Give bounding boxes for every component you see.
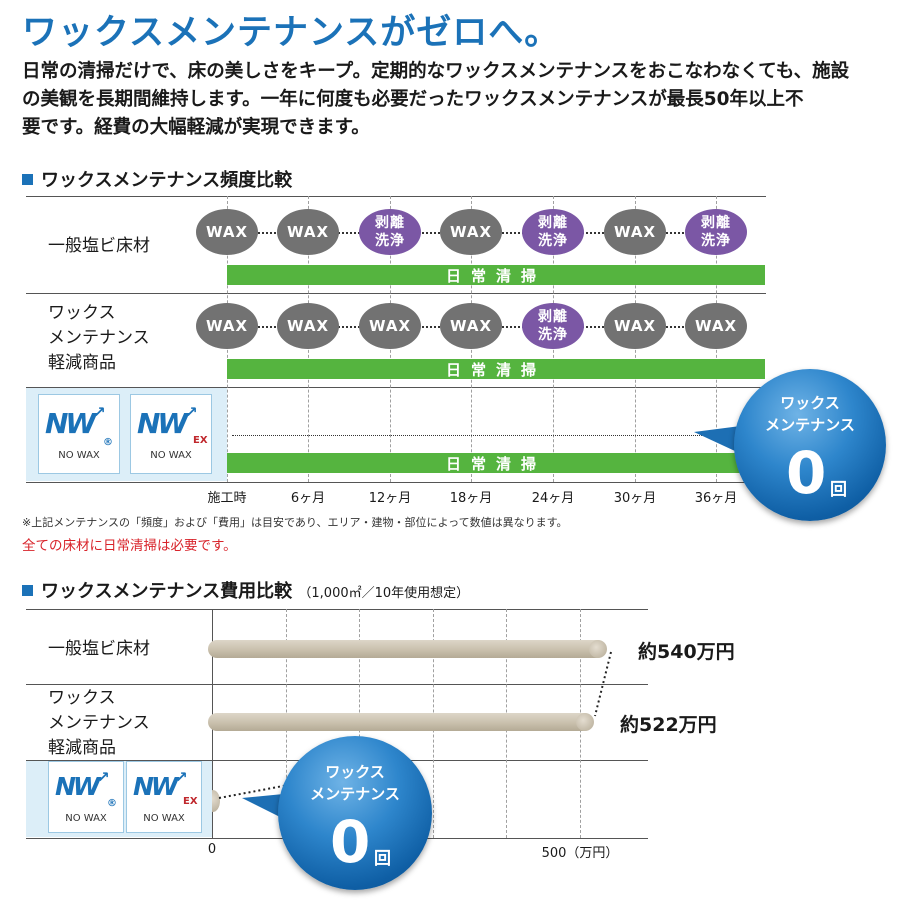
time-tick: 24ヶ月: [531, 491, 575, 506]
cost-value-reduced: 約522万円: [620, 714, 717, 736]
nwex-caption: NO WAX: [143, 813, 185, 824]
wax-event: WAX: [277, 303, 339, 349]
cost-bar-reduced: [208, 713, 594, 731]
intro-line: 日常の清掃だけで、床の美しさをキープ。定期的なワックスメンテナンスをおこなわなく…: [22, 61, 850, 82]
time-tick: 12ヶ月: [368, 491, 412, 506]
cost-value-vinyl: 約540万円: [638, 641, 735, 663]
nwex-logo: NW ↗ EX NO WAX: [126, 761, 202, 833]
nwex-caption: NO WAX: [150, 450, 192, 461]
row-divider: [26, 482, 766, 483]
page-headline: ワックスメンテナンスがゼロへ。: [22, 13, 561, 53]
bubble-unit: 回: [830, 480, 847, 500]
wax-event: WAX: [196, 209, 258, 255]
cost-axis-zero: 0: [207, 842, 217, 857]
time-tick: 6ヶ月: [290, 491, 326, 506]
nw-mark-text: NW: [45, 407, 96, 440]
up-arrow-icon: ↗: [175, 768, 188, 786]
wax-event: WAX: [604, 303, 666, 349]
bubble-line: ワックス: [780, 394, 840, 412]
label-line: ワックス: [48, 688, 116, 708]
nw-caption: NO WAX: [65, 813, 107, 824]
bubble-line: ワックス: [325, 763, 385, 781]
time-tick: 18ヶ月: [449, 491, 493, 506]
time-tick: 36ヶ月: [694, 491, 738, 506]
strip-wash-event: 剥離洗浄: [522, 209, 584, 255]
ex-mark: EX: [183, 796, 198, 807]
nw-logo: NW ↗ ® NO WAX: [48, 761, 124, 833]
daily-cleaning-note: 全ての床材に日常清掃は必要です。: [22, 538, 237, 554]
strip-wash-event: 剥離洗浄: [522, 303, 584, 349]
row-label-reduced: ワックス メンテナンス 軽減商品: [48, 301, 150, 376]
frequency-title-text: ワックスメンテナンス頻度比較: [41, 170, 293, 191]
cost-bar-vinyl: [208, 640, 607, 658]
nwex-mark-text: NW: [137, 407, 188, 440]
frequency-section-title: ワックスメンテナンス頻度比較: [22, 166, 292, 192]
daily-cleaning-bar: 日常清掃: [227, 265, 765, 285]
nw-caption: NO WAX: [58, 450, 100, 461]
up-arrow-icon: ↗: [93, 403, 106, 421]
intro-line: の美観を長期間維持します。一年に何度も必要だったワックスメンテナンスが最長50年…: [22, 89, 804, 110]
bubble-count: 0: [330, 808, 371, 876]
footnote: ※上記メンテナンスの「頻度」および「費用」は目安であり、エリア・建物・部位によっ…: [22, 516, 568, 529]
frequency-chart: 一般塩ビ床材 WAX WAX 剥離洗浄 WAX 剥離洗浄 WAX 剥離洗浄 日常…: [26, 196, 886, 521]
bubble-line: メンテナンス: [310, 785, 400, 803]
cost-note: （1,000㎡／10年使用想定）: [298, 586, 470, 601]
wax-event: WAX: [604, 209, 666, 255]
nwex-logo: NW ↗ EX NO WAX: [130, 394, 212, 474]
ex-mark: EX: [193, 435, 208, 446]
zero-wax-bubble: ワックス メンテナンス 0 回: [734, 369, 886, 521]
nwex-mark-text: NW: [133, 772, 178, 801]
cost-title-text: ワックスメンテナンス費用比較: [41, 581, 293, 602]
wax-event: WAX: [440, 303, 502, 349]
bubble-unit: 回: [374, 849, 391, 869]
up-arrow-icon: ↗: [97, 768, 110, 786]
wax-event: WAX: [277, 209, 339, 255]
intro-text: 日常の清掃だけで、床の美しさをキープ。定期的なワックスメンテナンスをおこなわなく…: [22, 58, 882, 142]
row-label-vinyl: 一般塩ビ床材: [48, 236, 150, 256]
row-divider: [26, 609, 648, 610]
wax-event: WAX: [359, 303, 421, 349]
label-line: 軽減商品: [48, 738, 116, 758]
label-line: ワックス: [48, 303, 116, 323]
label-line: メンテナンス: [48, 328, 150, 348]
wax-event: WAX: [440, 209, 502, 255]
nw-logo-panel: NW ↗ ® NO WAX NW ↗ EX NO WAX: [26, 761, 212, 837]
wax-event: WAX: [196, 303, 258, 349]
registered-mark: ®: [103, 437, 113, 448]
time-tick: 施工時: [207, 491, 247, 506]
row-divider: [26, 293, 766, 294]
daily-cleaning-bar: 日常清掃: [227, 453, 765, 473]
section-square-icon: [22, 585, 33, 596]
nw-logo-panel: NW ↗ ® NO WAX NW ↗ EX NO WAX: [26, 388, 227, 481]
intro-line: 要です。経費の大幅軽減が実現できます。: [22, 117, 370, 138]
cost-axis-max: 500（万円）: [541, 846, 619, 861]
strip-wash-event: 剥離洗浄: [685, 209, 747, 255]
daily-cleaning-bar: 日常清掃: [227, 359, 765, 379]
wax-event: WAX: [685, 303, 747, 349]
section-square-icon: [22, 174, 33, 185]
label-line: メンテナンス: [48, 713, 150, 733]
row-divider: [26, 387, 766, 388]
bubble-line: メンテナンス: [765, 416, 855, 434]
time-tick: 30ヶ月: [613, 491, 657, 506]
cost-row-label-vinyl: 一般塩ビ床材: [48, 639, 150, 659]
row-divider: [26, 684, 648, 685]
nw-logo: NW ↗ ® NO WAX: [38, 394, 120, 474]
label-line: 軽減商品: [48, 353, 116, 373]
nw-mark-text: NW: [55, 772, 100, 801]
registered-mark: ®: [107, 798, 117, 809]
strip-wash-event: 剥離洗浄: [359, 209, 421, 255]
zero-maintenance-dots: [232, 435, 702, 436]
cost-section-title: ワックスメンテナンス費用比較 （1,000㎡／10年使用想定）: [22, 577, 469, 603]
row-divider: [26, 196, 766, 197]
bubble-count: 0: [786, 439, 827, 507]
up-arrow-icon: ↗: [185, 403, 198, 421]
cost-row-label-reduced: ワックス メンテナンス 軽減商品: [48, 686, 150, 761]
cost-zero-wax-bubble: ワックス メンテナンス 0 回: [278, 736, 432, 890]
